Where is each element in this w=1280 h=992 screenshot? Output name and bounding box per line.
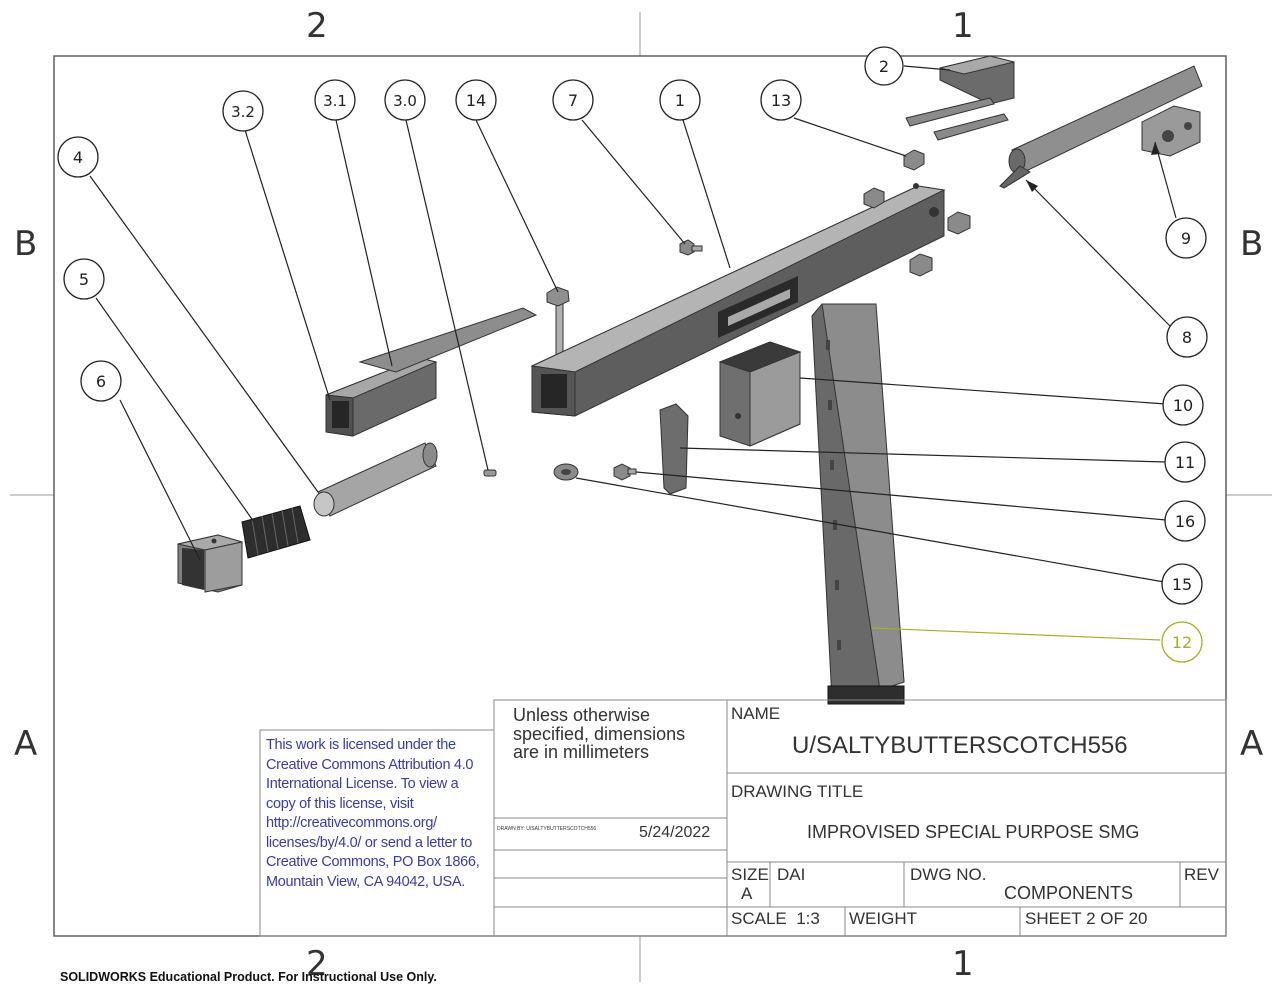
part-8-barrel xyxy=(999,65,1203,189)
drawn-date: 5/24/2022 xyxy=(639,824,711,841)
scale-label: SCALE 1:3 xyxy=(731,909,820,928)
tolerance-note-1: Unless otherwise xyxy=(513,705,651,725)
part-6-cube xyxy=(177,534,243,593)
balloon-1: 1 xyxy=(659,79,701,121)
drawing-title-value: IMPROVISED SPECIAL PURPOSE SMG xyxy=(807,822,1140,842)
zone-left-a: A xyxy=(14,724,38,764)
part-13-nuts xyxy=(863,149,971,277)
balloon-label: 10 xyxy=(1173,396,1193,415)
balloon-label: 13 xyxy=(771,91,791,110)
balloon-10: 10 xyxy=(1162,384,1204,426)
balloon-label: 7 xyxy=(568,91,578,110)
balloon-label: 3.0 xyxy=(393,92,417,110)
balloon-label: 5 xyxy=(79,270,89,289)
balloon-label: 4 xyxy=(73,148,83,167)
size-label: SIZE xyxy=(731,865,769,884)
part-12-magazine xyxy=(811,303,905,705)
size-value: A xyxy=(741,884,753,903)
license-text: This work is licensed under the Creative… xyxy=(266,737,480,890)
zone-bottom-2: 2 xyxy=(306,944,328,984)
balloon-8: 8 xyxy=(1166,316,1208,358)
balloon-6: 6 xyxy=(80,360,122,402)
balloon-3-1: 3.1 xyxy=(314,79,356,121)
part-4-pin xyxy=(313,442,438,517)
tolerance-note-3: are in millimeters xyxy=(513,742,650,762)
part-3-2-plate xyxy=(358,307,538,373)
balloon-14: 14 xyxy=(455,79,497,121)
sheet-label: SHEET 2 OF 20 xyxy=(1025,909,1148,928)
part-9-block xyxy=(1141,105,1201,157)
balloon-label: 15 xyxy=(1172,575,1192,594)
drawn-by: DRAWN BY: U/SALTYBUTTERSCOTCH556 xyxy=(497,826,597,832)
zone-right-b: B xyxy=(1240,224,1264,264)
balloon-label: 14 xyxy=(466,91,486,110)
rev-label: REV xyxy=(1184,865,1219,884)
weight-label: WEIGHT xyxy=(849,909,917,928)
zone-bottom-1: 1 xyxy=(952,944,974,984)
balloon-11: 11 xyxy=(1164,441,1206,483)
part-7-screw xyxy=(679,239,703,256)
part-2-sight xyxy=(905,55,1015,141)
balloon-label: 12 xyxy=(1172,633,1192,652)
balloon-label: 8 xyxy=(1182,328,1192,347)
solidworks-footer: SOLIDWORKS Educational Product. For Inst… xyxy=(60,970,437,984)
balloon-label: 2 xyxy=(879,57,889,76)
part-15-nut xyxy=(553,463,579,481)
dwg-no-value: COMPONENTS xyxy=(1004,883,1134,903)
balloon-3-0: 3.0 xyxy=(384,79,426,121)
balloon-5: 5 xyxy=(63,258,105,300)
balloon-label: 3.1 xyxy=(323,92,347,110)
part-10-box xyxy=(718,341,802,447)
dwg-no-label: DWG NO. xyxy=(910,865,987,884)
part-1-receiver xyxy=(530,183,946,417)
name-label: NAME xyxy=(731,704,781,723)
zone-top-1: 1 xyxy=(952,6,974,46)
part-11-clip xyxy=(659,403,689,495)
balloon-label: 9 xyxy=(1181,229,1191,248)
balloon-label: 3.2 xyxy=(231,103,255,121)
balloon-label: 1 xyxy=(675,91,685,110)
part-16-screw xyxy=(613,463,637,481)
drawing-frame xyxy=(53,55,1227,937)
balloon-13: 13 xyxy=(760,79,802,121)
balloon-4: 4 xyxy=(57,136,99,178)
drawing-title-label: DRAWING TITLE xyxy=(731,782,864,801)
zone-left-b: B xyxy=(14,224,38,264)
balloon-label: 16 xyxy=(1175,512,1195,531)
balloon-7: 7 xyxy=(552,79,594,121)
zone-right-a: A xyxy=(1240,724,1264,764)
balloon-15: 15 xyxy=(1161,563,1203,605)
balloon-9: 9 xyxy=(1165,217,1207,259)
dai-label: DAI xyxy=(777,865,806,884)
balloon-label: 6 xyxy=(96,372,106,391)
balloon-2: 2 xyxy=(864,46,904,86)
name-value: U/SALTYBUTTERSCOTCH556 xyxy=(792,732,1128,759)
balloon-3-2: 3.2 xyxy=(222,90,264,132)
balloon-16: 16 xyxy=(1164,500,1206,542)
part-5-bolt xyxy=(241,505,311,559)
zone-top-2: 2 xyxy=(306,6,328,46)
part-3-1-tube xyxy=(325,357,438,437)
balloon-12: 12 xyxy=(1161,621,1203,663)
part-3-0-pin xyxy=(483,469,497,477)
balloon-label: 11 xyxy=(1175,453,1195,472)
tolerance-note-2: specified, dimensions xyxy=(513,724,686,744)
